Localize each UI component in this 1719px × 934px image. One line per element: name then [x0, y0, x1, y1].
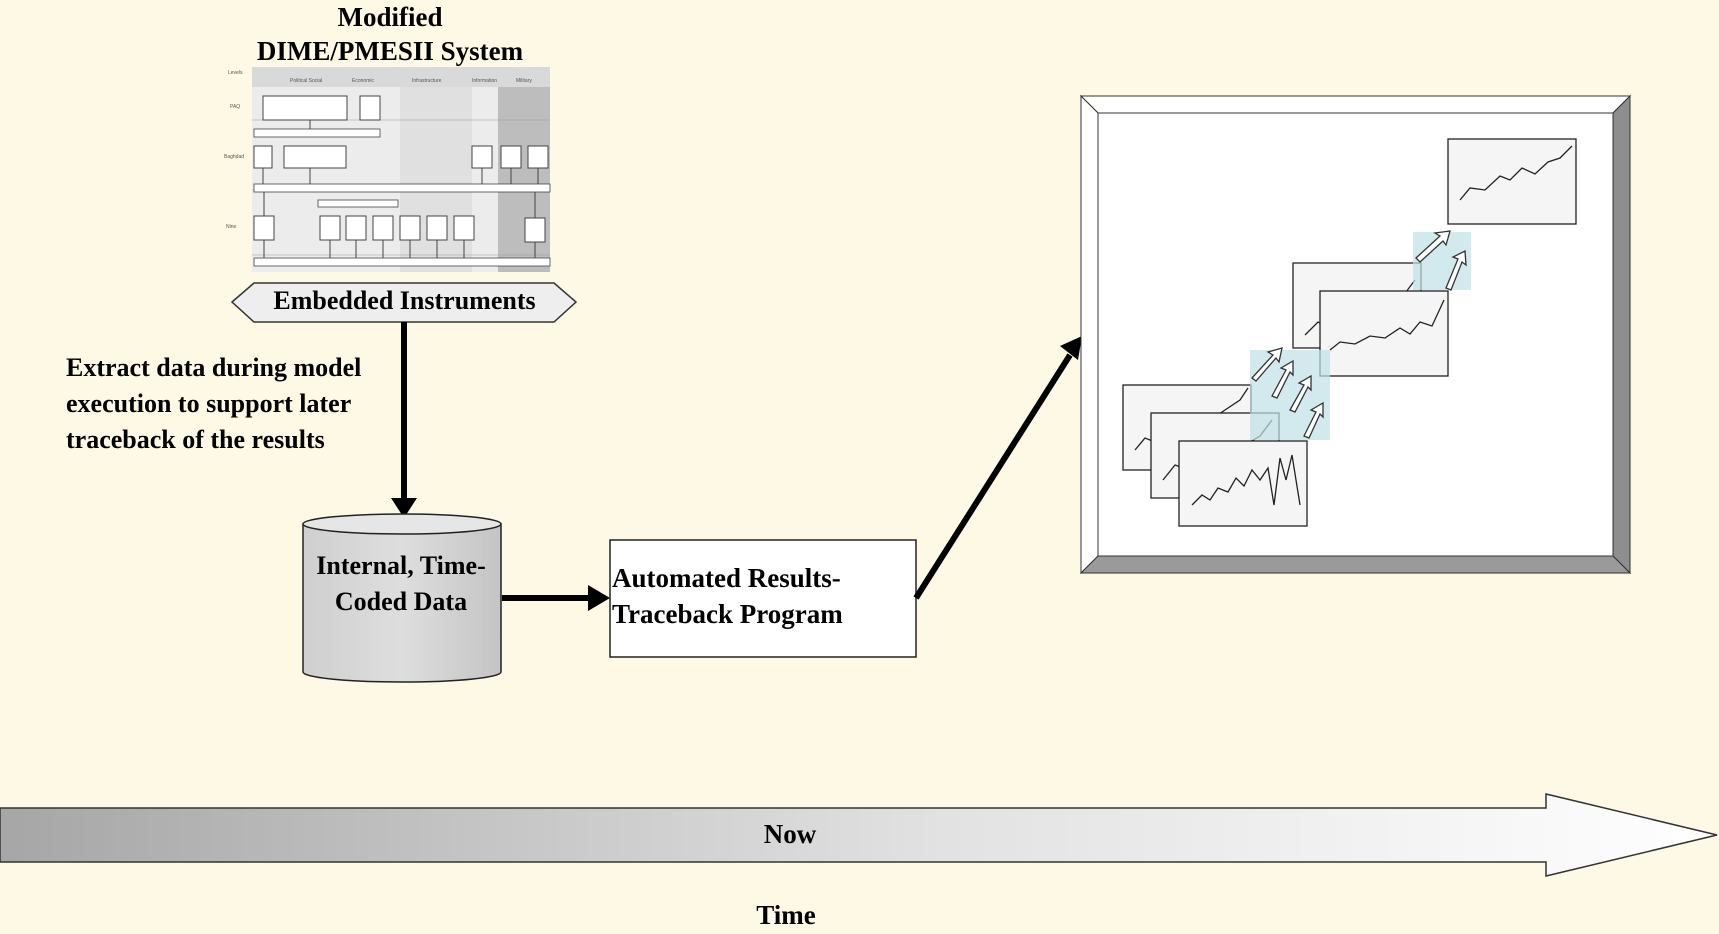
svg-text:Information: Information: [472, 78, 497, 84]
extract-data-note: Extract data during model execution to s…: [66, 353, 362, 454]
svg-text:Levels: Levels: [228, 70, 243, 76]
svg-text:Political Social: Political Social: [290, 78, 322, 84]
dime-pmesii-thumbnail: Political Social Economic Infrastructure…: [224, 67, 551, 272]
embedded-instruments-shape: [230, 282, 578, 323]
database-cylinder: [302, 513, 502, 683]
traceback-program-box: [609, 539, 917, 658]
svg-text:Military: Military: [516, 78, 532, 84]
timeline-arrow: [0, 793, 1718, 877]
svg-text:Baghdad: Baghdad: [224, 154, 244, 160]
traceback-program-label: Automated Results-Traceback Program: [612, 563, 843, 629]
system-title-line1: Modified: [337, 2, 443, 32]
program-to-display-arrow: [913, 353, 1073, 600]
timeline-now-label: Now: [763, 819, 817, 849]
svg-text:Infrastructure: Infrastructure: [412, 78, 442, 84]
time-axis-label: Time: [756, 900, 816, 930]
embedded-instruments-label: Embedded Instruments: [273, 286, 536, 315]
database-label: Internal, Time-Coded Data: [316, 551, 486, 616]
svg-text:Economic: Economic: [352, 78, 374, 84]
svg-text:Nine: Nine: [226, 224, 237, 230]
trend-arrows: [1250, 230, 1471, 440]
system-title-line2: DIME/PMESII System: [256, 36, 524, 66]
svg-text:PAQ: PAQ: [230, 104, 240, 110]
